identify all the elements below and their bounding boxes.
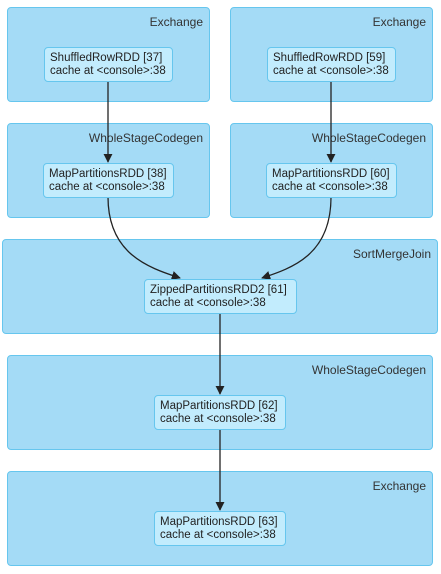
rdd-callsite: cache at <console>:38 (273, 65, 389, 77)
cluster-label: WholeStageCodegen (88, 131, 203, 145)
rdd-name: MapPartitionsRDD [60] (272, 168, 390, 180)
cluster-label: WholeStageCodegen (311, 131, 426, 145)
edge-38-61 (107, 196, 181, 280)
rdd-callsite: cache at <console>:38 (150, 297, 266, 309)
cluster-label: SortMergeJoin (352, 247, 431, 261)
rdd-node[interactable]: MapPartitionsRDD [38] cache at <console>… (43, 163, 174, 198)
cluster-label: Exchange (372, 479, 426, 493)
rdd-name: ShuffledRowRDD [37] (50, 52, 163, 64)
rdd-name: ShuffledRowRDD [59] (273, 52, 386, 64)
cluster-label: Exchange (372, 15, 426, 29)
rdd-node[interactable]: MapPartitionsRDD [62] cache at <console>… (154, 395, 286, 430)
rdd-node[interactable]: ShuffledRowRDD [37] cache at <console>:3… (44, 47, 173, 82)
rdd-name: MapPartitionsRDD [62] (160, 400, 278, 412)
cluster-label: Exchange (149, 15, 203, 29)
rdd-callsite: cache at <console>:38 (50, 65, 166, 77)
rdd-name: MapPartitionsRDD [38] (49, 168, 167, 180)
rdd-callsite: cache at <console>:38 (272, 181, 388, 193)
rdd-name: MapPartitionsRDD [63] (160, 516, 278, 528)
rdd-node[interactable]: ZippedPartitionsRDD2 [61] cache at <cons… (144, 279, 297, 314)
rdd-node[interactable]: ShuffledRowRDD [59] cache at <console>:3… (267, 47, 396, 82)
rdd-name: ZippedPartitionsRDD2 [61] (150, 284, 287, 296)
cluster-label: WholeStageCodegen (311, 363, 426, 377)
rdd-callsite: cache at <console>:38 (160, 529, 276, 541)
rdd-node[interactable]: MapPartitionsRDD [60] cache at <console>… (266, 163, 397, 198)
rdd-node[interactable]: MapPartitionsRDD [63] cache at <console>… (154, 511, 286, 546)
rdd-callsite: cache at <console>:38 (160, 413, 276, 425)
rdd-callsite: cache at <console>:38 (49, 181, 165, 193)
edge-60-61 (261, 196, 332, 280)
